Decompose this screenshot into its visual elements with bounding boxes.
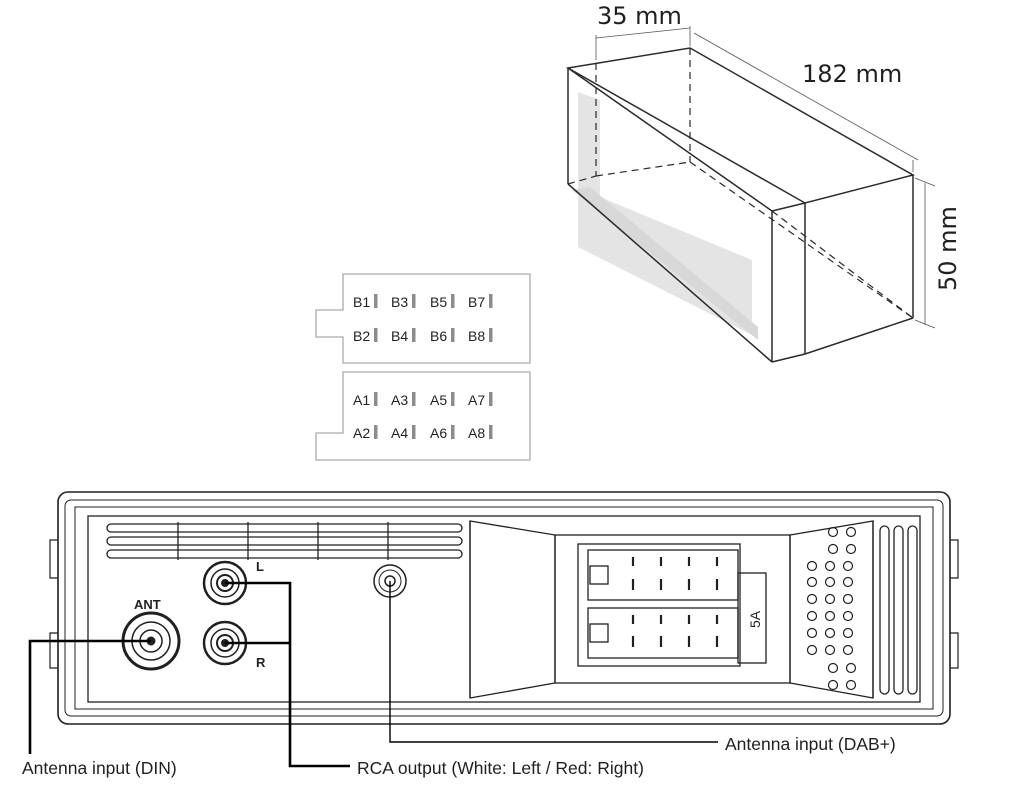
- callout-rca-output: RCA output (White: Left / Red: Right): [357, 758, 644, 778]
- fuse-rating-label: 5A: [747, 610, 763, 628]
- pin-label: A2: [353, 425, 370, 441]
- pin-label: B5: [430, 294, 447, 310]
- callout-leaders: [28, 581, 718, 768]
- iso-connector-bay: [469, 520, 918, 699]
- height-dimension-label: 50 mm: [934, 206, 962, 291]
- dimension-box: 35 mm 182 mm 50 mm: [565, 2, 962, 363]
- pin-label: A8: [468, 425, 485, 441]
- rca-left-label: L: [256, 559, 264, 574]
- pin-label: B8: [468, 328, 485, 344]
- rca-right-label: R: [256, 655, 266, 670]
- pin-label: A3: [391, 392, 408, 408]
- callout-antenna-dab: Antenna input (DAB+): [725, 734, 896, 754]
- pin-label: A4: [391, 425, 408, 441]
- pin-label: B1: [353, 294, 370, 310]
- depth-dimension-label: 35 mm: [597, 2, 682, 30]
- rear-panel: [49, 491, 959, 725]
- pin-label: B4: [391, 328, 408, 344]
- ant-port-label: ANT: [134, 597, 161, 612]
- pin-label: A6: [430, 425, 447, 441]
- pin-label: B3: [391, 294, 408, 310]
- pin-label: A5: [430, 392, 447, 408]
- pin-label: A1: [353, 392, 370, 408]
- pin-label: A7: [468, 392, 485, 408]
- connector-pin-map: B1 B3 B5 B7 B2 B4 B6 B8 A1 A3 A5 A7: [315, 273, 531, 461]
- callout-antenna-din: Antenna input (DIN): [22, 758, 177, 778]
- pin-label: B2: [353, 328, 370, 344]
- length-dimension-label: 182 mm: [802, 60, 902, 88]
- pin-block-b: B1 B3 B5 B7 B2 B4 B6 B8: [353, 294, 493, 344]
- vent-slots: [106, 522, 463, 560]
- pin-block-a: A1 A3 A5 A7 A2 A4 A6 A8: [353, 392, 493, 441]
- pin-label: B6: [430, 328, 447, 344]
- pin-label: B7: [468, 294, 485, 310]
